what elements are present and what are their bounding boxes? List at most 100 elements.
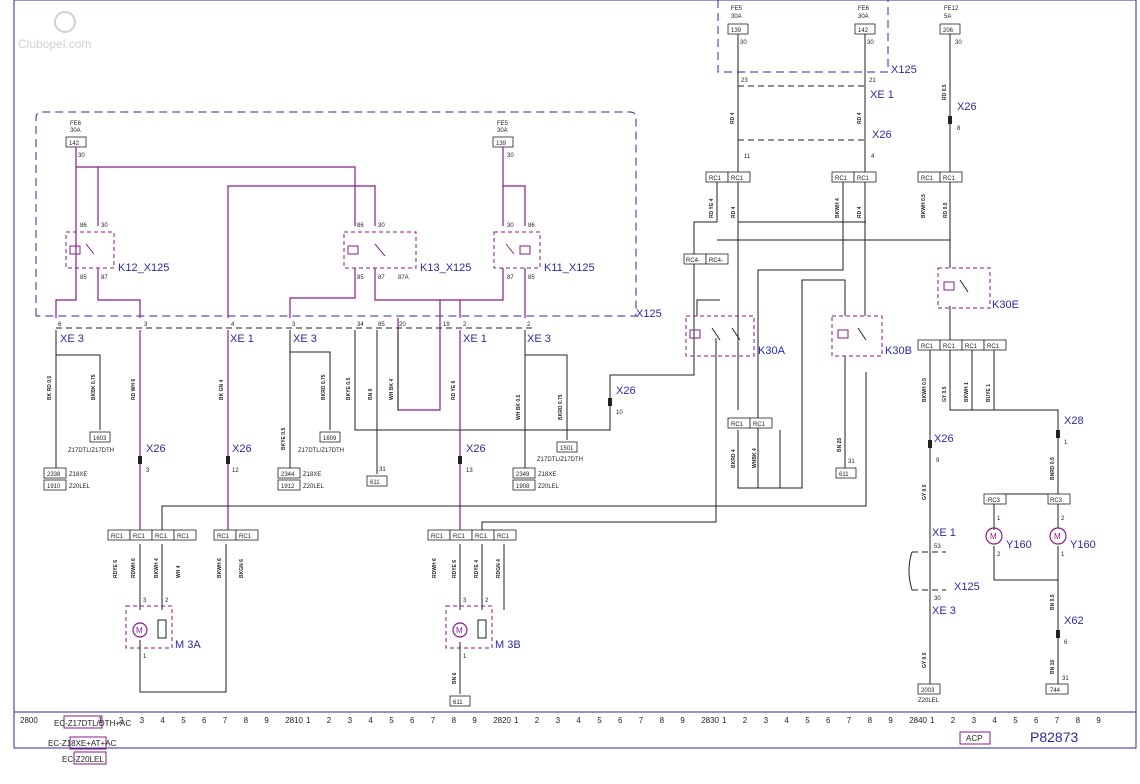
svg-text:RD 4: RD 4 bbox=[731, 206, 737, 218]
svg-text:BKRD 0.75: BKRD 0.75 bbox=[321, 374, 327, 400]
svg-text:XE 1: XE 1 bbox=[870, 89, 894, 101]
scale-tick: 9 bbox=[472, 716, 477, 725]
svg-text:Z20LEL: Z20LEL bbox=[538, 484, 560, 490]
svg-text:87A: 87A bbox=[398, 275, 409, 281]
relay-k13: 86 30 85 87 87A K13_X125 bbox=[343, 223, 471, 281]
svg-text:RC1: RC1 bbox=[709, 176, 722, 182]
svg-text:85: 85 bbox=[528, 275, 535, 281]
x125-left-label: X125 bbox=[636, 308, 662, 320]
power-wiring-left bbox=[55, 147, 526, 411]
svg-text:K13_X125: K13_X125 bbox=[420, 262, 471, 274]
svg-text:6: 6 bbox=[1064, 640, 1068, 646]
svg-text:BKRD 4: BKRD 4 bbox=[731, 449, 737, 468]
svg-text:RC1: RC1 bbox=[133, 534, 146, 540]
svg-text:FE6: FE6 bbox=[70, 121, 82, 127]
svg-text:BK RD 0.5: BK RD 0.5 bbox=[47, 376, 53, 400]
svg-text:Clubopel.com: Clubopel.com bbox=[18, 37, 91, 51]
legend: EC-Z17DTL/DTH+AC EC-Z18XE+AT+AC EC-Z20LE… bbox=[48, 715, 131, 765]
page-reference: P82873 bbox=[1030, 729, 1078, 745]
svg-text:139: 139 bbox=[731, 28, 742, 34]
scale-tick: 7 bbox=[847, 716, 852, 725]
scale-tick: 6 bbox=[202, 716, 207, 725]
relay-k11: 30 86 87 85 K11_X125 bbox=[493, 223, 595, 281]
scale-tick: 8 bbox=[868, 716, 873, 725]
svg-text:RC1: RC1 bbox=[921, 176, 934, 182]
y160-left: -RC3 M 1 2 Y160 bbox=[983, 493, 1032, 558]
svg-text:RC1: RC1 bbox=[111, 534, 124, 540]
rc1-row-m3a: RC1 RC1 RC1 RC1 RC1 RC1 RDYE 6 RDWH 6 BK… bbox=[107, 529, 259, 578]
svg-text:611: 611 bbox=[839, 472, 849, 478]
svg-text:Z17DTL/Z17DTH: Z17DTL/Z17DTH bbox=[68, 448, 114, 454]
svg-text:53: 53 bbox=[934, 544, 941, 550]
svg-text:XE 3: XE 3 bbox=[60, 333, 84, 345]
x26-connectors-left: X26 3 X26 12 X26 13 X26 10 bbox=[138, 385, 636, 474]
footer: ACP P82873 bbox=[959, 729, 1078, 745]
scale-tick: 4 bbox=[992, 716, 997, 725]
svg-text:Z20LEL: Z20LEL bbox=[918, 698, 940, 704]
svg-text:RD YE 6: RD YE 6 bbox=[451, 380, 457, 400]
scale-tick: 4 bbox=[368, 716, 373, 725]
svg-text:2: 2 bbox=[485, 598, 489, 604]
svg-text:30A: 30A bbox=[497, 128, 508, 134]
svg-text:X26: X26 bbox=[466, 443, 486, 455]
scale-tick: 4 bbox=[784, 716, 789, 725]
svg-text:86: 86 bbox=[357, 223, 364, 229]
svg-text:1: 1 bbox=[1064, 440, 1068, 446]
svg-text:K30B: K30B bbox=[885, 345, 912, 357]
svg-text:FE5: FE5 bbox=[731, 6, 743, 12]
svg-text:87: 87 bbox=[101, 275, 108, 281]
scale-tick: 2 bbox=[535, 716, 540, 725]
svg-text:11: 11 bbox=[744, 154, 751, 160]
svg-text:XE 1: XE 1 bbox=[230, 333, 254, 345]
svg-text:142: 142 bbox=[858, 28, 869, 34]
rc1-row-m3b: RC1 RC1 RC1 RC1 RDWH 6 RDYE 6 RDYE 4 RDG… bbox=[427, 529, 517, 578]
svg-text:RDYE 4: RDYE 4 bbox=[474, 560, 480, 578]
connector-strip-xe: 6 3 4 3 34 85 20 19 2 2 XE 3 XE 1 XE 3 X… bbox=[56, 322, 551, 345]
svg-text:86: 86 bbox=[528, 223, 535, 229]
svg-text:Z17DTL/Z17DTH: Z17DTL/Z17DTH bbox=[537, 457, 583, 463]
svg-text:4: 4 bbox=[871, 154, 875, 160]
scale-tick: 4 bbox=[160, 716, 165, 725]
svg-text:RDWH 6: RDWH 6 bbox=[131, 558, 137, 578]
svg-text:K12_X125: K12_X125 bbox=[118, 262, 169, 274]
svg-text:3: 3 bbox=[463, 598, 467, 604]
relay-k30b: K30B bbox=[831, 315, 912, 357]
svg-text:RD 0.5: RD 0.5 bbox=[943, 202, 949, 218]
svg-text:BN 6: BN 6 bbox=[368, 388, 374, 400]
diagram-frame bbox=[13, 0, 1137, 749]
svg-text:FE6: FE6 bbox=[858, 6, 870, 12]
svg-text:RC1: RC1 bbox=[239, 534, 252, 540]
svg-text:RC3: RC3 bbox=[1050, 498, 1063, 504]
relay-k30a: K30A bbox=[685, 315, 786, 357]
svg-text:3: 3 bbox=[143, 598, 147, 604]
svg-text:31: 31 bbox=[1062, 676, 1069, 682]
svg-text:BN 0.5: BN 0.5 bbox=[1050, 594, 1056, 610]
svg-text:WH BK 4: WH BK 4 bbox=[389, 379, 395, 400]
svg-text:RC1: RC1 bbox=[431, 534, 444, 540]
svg-text:Z18XE: Z18XE bbox=[69, 472, 87, 478]
svg-text:2: 2 bbox=[463, 322, 467, 328]
svg-text:30A: 30A bbox=[70, 128, 81, 134]
svg-text:BKWH 6: BKWH 6 bbox=[217, 558, 223, 578]
scale-tick: 2 bbox=[951, 716, 956, 725]
svg-text:BKYE 0.5: BKYE 0.5 bbox=[281, 428, 287, 450]
svg-text:5A: 5A bbox=[944, 14, 951, 20]
svg-text:RD 4: RD 4 bbox=[857, 112, 863, 124]
svg-text:RDYE 6: RDYE 6 bbox=[113, 560, 119, 578]
ref-boxes-left: 1603 Z17DTL/Z17DTH 1609 Z17DTL/Z17DTH 15… bbox=[43, 431, 583, 491]
svg-text:RC1: RC1 bbox=[453, 534, 466, 540]
scale-tick: 5 bbox=[805, 716, 810, 725]
svg-text:34: 34 bbox=[357, 322, 364, 328]
svg-text:RC1: RC1 bbox=[943, 176, 956, 182]
svg-text:RC1: RC1 bbox=[987, 344, 1000, 350]
scale-tick: 6 bbox=[826, 716, 831, 725]
svg-text:2338: 2338 bbox=[47, 472, 61, 478]
svg-text:85: 85 bbox=[357, 275, 364, 281]
svg-text:BK GN 4: BK GN 4 bbox=[219, 380, 225, 401]
scale-tick: 3 bbox=[556, 716, 561, 725]
svg-text:2: 2 bbox=[527, 322, 531, 328]
svg-text:31: 31 bbox=[379, 467, 386, 473]
wires-lower-left bbox=[55, 330, 611, 474]
svg-text:23: 23 bbox=[741, 78, 748, 84]
svg-text:RC1: RC1 bbox=[731, 176, 744, 182]
